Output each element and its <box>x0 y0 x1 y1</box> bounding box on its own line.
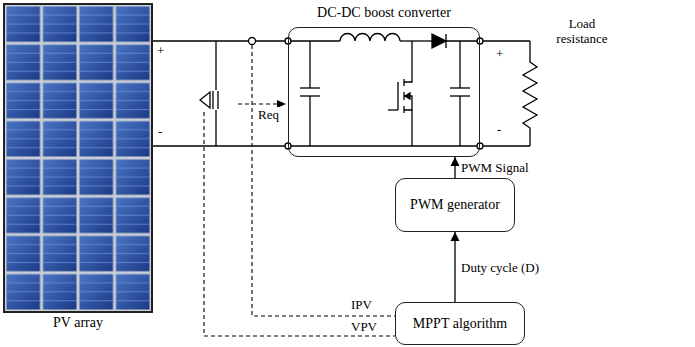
terminal-sign: + <box>496 46 503 61</box>
node-heading: PV array <box>0 315 161 331</box>
edge-label: Duty cycle (D) <box>460 260 540 275</box>
terminal-sign: + <box>157 43 164 58</box>
process-box: PWM generator <box>395 178 515 232</box>
arrowhead <box>451 157 460 166</box>
edge-label: PWM Signal <box>460 160 530 175</box>
node-heading: DC-DC boost converter <box>269 5 499 21</box>
signal-arrow <box>451 232 460 302</box>
node-text: MPPT algorithm <box>407 316 513 332</box>
signal-name: IPV <box>350 297 373 312</box>
sensing-lines <box>204 45 395 336</box>
node-text: PWM generator <box>404 197 506 213</box>
terminal-sign: - <box>497 122 501 137</box>
process-box: MPPT algorithm <box>395 302 525 345</box>
signal-name: VPV <box>350 319 378 334</box>
arrowhead <box>451 232 460 241</box>
converter-box: DC-DC boost converter <box>288 27 480 157</box>
load-label: Load resistance <box>542 16 622 46</box>
terminal-sign: - <box>158 124 162 139</box>
pv-panel-art <box>3 3 153 313</box>
signal-arrow <box>451 157 460 178</box>
pv-array: PV array <box>3 3 153 313</box>
signal-name: Req <box>257 107 280 122</box>
